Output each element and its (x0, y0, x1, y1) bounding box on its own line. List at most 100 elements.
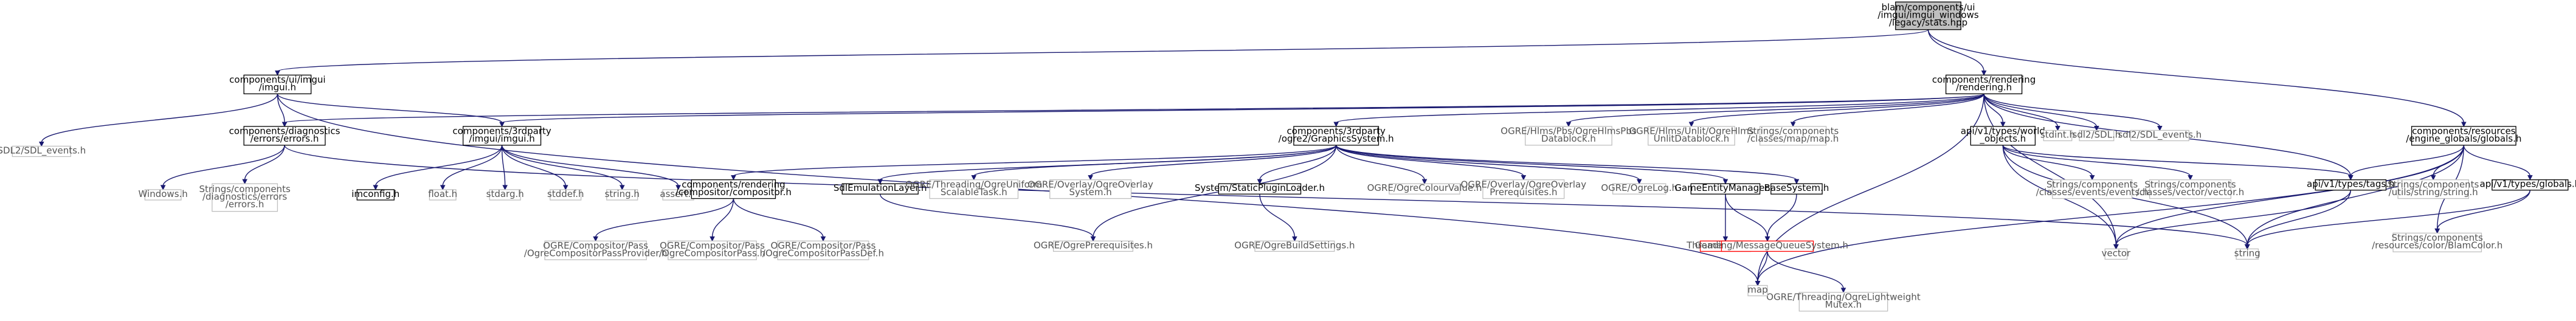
node-label-line: stddef.h (547, 188, 584, 199)
edge-arrowhead (1790, 122, 1796, 128)
node-label-line: Strings/components (2144, 179, 2236, 190)
edge-arrowhead (275, 70, 280, 76)
edge-tp_imgui-to-assert_h (501, 145, 679, 187)
edge-arrowhead (160, 185, 166, 191)
node-box (1254, 240, 1335, 252)
graph-node-ogre2[interactable]: components/3rdparty/ogre2/GraphicsSystem… (1279, 126, 1394, 146)
node-box (668, 240, 757, 260)
graph-node-sdl-emu[interactable]: SdlEmulationLayer.h (834, 182, 927, 195)
node-label-line: OGRE/OgrePrerequisites.h (1034, 240, 1153, 250)
edge-arrowhead (2244, 244, 2250, 250)
graph-node-tags-h[interactable]: api/v1/types/tags.h (2307, 179, 2395, 191)
graph-node-rendering[interactable]: components/rendering/rendering.h (1932, 74, 2036, 94)
graph-node-base-system[interactable]: BaseSystem.h (1764, 182, 1829, 195)
node-label-line: /OgreCompositorPassProvider.h (524, 248, 667, 259)
node-label-line: Strings/components (2388, 179, 2479, 190)
node-label-line: components/diagnostics (229, 126, 340, 137)
node-label-line: api/v1/types/world (1961, 126, 2045, 137)
node-label-line: components/ui/imgui (229, 74, 325, 85)
node-box (2236, 248, 2259, 260)
graph-node-diag-errors[interactable]: components/diagnostics/errors/errors.h (229, 126, 340, 146)
node-label-line: OGRE/Compositor/Pass (660, 240, 765, 251)
edge-rendering-to-sdl_events2 (1983, 94, 2161, 127)
edge-arrowhead (2157, 125, 2163, 131)
edge-msg_queue-to-lightweight_mutex (1767, 251, 1844, 289)
node-box (1293, 126, 1380, 146)
graph-node-compositor[interactable]: components/rendering/compositor/composit… (675, 179, 792, 199)
node-box (777, 240, 869, 260)
edge-world_objects-to-tags_h (2002, 145, 2352, 177)
node-layer: blam/components/ui/imgui/imgui_windows/l… (0, 1, 2576, 312)
graph-node-tp-imgui[interactable]: components/3rdparty/imgui/imgui.h (452, 126, 551, 146)
graph-node-string-h: string.h (605, 188, 640, 201)
node-label-line: /ogre2/GraphicsSystem.h (1279, 133, 1394, 144)
edge-arrowhead (2348, 175, 2353, 181)
node-box (2397, 179, 2470, 199)
edge-arrowhead (731, 175, 736, 181)
node-label-line: /diagnostics/errors (202, 191, 287, 202)
graph-node-sdl2-events: SDL2/SDL_events.h (0, 145, 86, 157)
node-box (1690, 183, 1761, 195)
node-box (2130, 129, 2190, 142)
node-label-line: Datablock.h (1541, 133, 1596, 144)
node-label-line: OGRE/Hlms/Unlit/OgreHlms (1629, 126, 1754, 137)
graph-node-sdl-events2: sdl2/SDL_events.h (2118, 129, 2201, 142)
node-label-line: Prerequisites.h (1490, 187, 1557, 198)
node-box (1945, 74, 2023, 94)
edge-ogre2-to-compositor (733, 145, 1337, 177)
edge-globals-to-string (2246, 145, 2465, 246)
edge-arrowhead (1764, 236, 1770, 242)
edge-game_entity_mgr-to-msg_queue (1725, 194, 1768, 238)
node-box (12, 145, 71, 157)
node-label-line: /errors.h (226, 199, 264, 210)
edge-arrowhead (593, 236, 598, 242)
graph-node-stddef-h: stddef.h (547, 188, 584, 201)
edge-arrowhead (1421, 179, 1428, 185)
edge-diag_errors-to-strings_errors (244, 145, 285, 181)
node-label-line: OGRE/OgreColourValue.h (1367, 182, 1482, 193)
graph-node-imconfig[interactable]: imconfig.h (351, 188, 399, 201)
edge-ogre2-to-base_system (1336, 145, 1797, 181)
node-label-line: OGRE/Hlms/Pbs/OgreHlmsPbs (1500, 126, 1637, 137)
node-box (2149, 179, 2232, 199)
node-label-line: components/rendering (682, 179, 785, 190)
graph-node-static-plugin[interactable]: System/StaticPluginLoader.h (1195, 182, 1325, 195)
graph-node-ui-imgui[interactable]: components/ui/imgui/imgui.h (229, 74, 326, 94)
edge-arrowhead (877, 179, 883, 185)
edge-base_system-to-msg_queue (1767, 194, 1797, 238)
node-box (462, 126, 542, 146)
edge-compositor-to-comp_passdef (733, 198, 824, 238)
edge-tp_imgui-to-stddef_h (501, 145, 566, 187)
node-box (1895, 1, 1962, 30)
node-box (356, 189, 395, 201)
node-box (2315, 179, 2387, 191)
edge-globals-to-vector (2115, 145, 2465, 246)
edge-arrowhead (2055, 125, 2060, 131)
node-label-line: float.h (428, 188, 457, 199)
graph-node-globals-types[interactable]: api/v1/types/globals.h (2480, 179, 2576, 191)
node-label-line: OGRE/Overlay/OgreOverlay (1027, 179, 1153, 190)
edge-arrowhead (281, 122, 288, 128)
graph-node-world-objects[interactable]: api/v1/types/world_objects.h (1961, 126, 2045, 146)
node-label-line: /imgui/imgui.h (469, 133, 534, 144)
node-label-line: components/3rdparty (452, 126, 551, 137)
node-label-line: Strings/components (1747, 126, 1839, 137)
node-label-line: /OgreCompositorPassDef.h (762, 248, 884, 259)
node-label-line: OGRE/Compositor/Pass (771, 240, 876, 251)
node-label-line: vector (2102, 247, 2131, 258)
node-label-line: /imgui/imgui_windows (1877, 9, 1978, 21)
edge-globals-to-globals_types (2463, 145, 2531, 176)
node-box (2491, 179, 2569, 191)
node-label-line: /classes/events/events.h (2036, 187, 2149, 198)
graph-node-globals[interactable]: components/resources/engine_globals/glob… (2406, 126, 2521, 146)
node-label-line: sdl2/SDL_events.h (2118, 129, 2201, 140)
edge-arrowhead (440, 185, 446, 191)
node-label-line: /classes/vector/vector.h (2136, 187, 2245, 198)
graph-node-game-entity-mgr[interactable]: GameEntityManager.h (1674, 182, 1777, 195)
graph-node-comp-passdef: OGRE/Compositor/Pass/OgreCompositorPassD… (762, 240, 884, 260)
node-label-line: Mutex.h (1825, 299, 1862, 310)
node-label-line: /compositor/compositor.h (675, 187, 792, 198)
